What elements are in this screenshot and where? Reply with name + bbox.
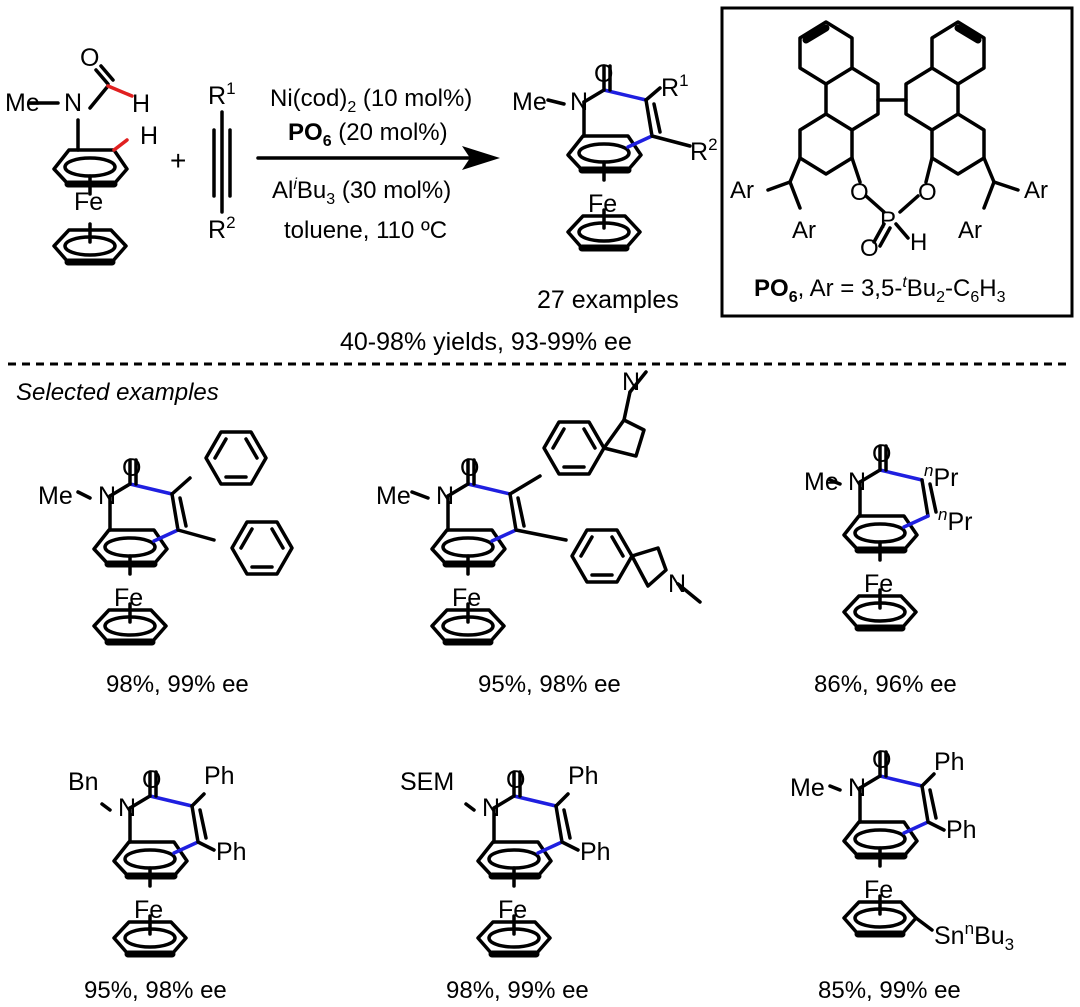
example-3-result: 86%, 96% ee [814, 671, 957, 698]
alkyne-r1: R [208, 82, 226, 110]
ligand-loading-label: PO6 (20 mol%) [288, 119, 448, 150]
catalyst-label: Ni(cod)2 (10 mol%) [270, 85, 472, 116]
ex4-fe-atom: Fe [134, 896, 163, 924]
ex6-stannyl: SnnBu3 [934, 919, 1014, 954]
ex4-o-atom: O [142, 766, 161, 794]
product-methyl: Me [512, 88, 547, 116]
section-title: Selected examples [16, 379, 219, 406]
sm-fe-atom: Fe [74, 188, 103, 216]
ex2-o-atom: O [460, 454, 479, 482]
plus-sign: + [170, 145, 186, 176]
ex5-fe-atom: Fe [498, 896, 527, 924]
alkyne-r2-sup: 2 [226, 213, 235, 232]
ex4-n-atom: N [118, 794, 136, 822]
starting-material-formamide: N Me O H H Fe [5, 44, 158, 262]
ex6-methyl: Me [790, 774, 825, 802]
ex4-benzyl: Bn [68, 768, 99, 796]
ex5-phenyl-2: Ph [580, 838, 611, 866]
sm-formyl-h: H [132, 90, 150, 118]
ligand-definition: PO6, Ar = 3,5-tBu2-C6H3 [754, 274, 1006, 306]
product-general: N Me O R1 R2 Fe [512, 60, 718, 248]
ex5-sem: SEM [400, 768, 454, 796]
ligand-o-right: O [918, 179, 937, 206]
ex4-phenyl-1: Ph [204, 762, 235, 790]
product-o-atom: O [594, 60, 613, 88]
ex2-indole-n-bottom: N [668, 570, 686, 598]
ex2-n-atom: N [436, 482, 454, 510]
ex5-o-atom: O [506, 766, 525, 794]
ex3-n-atom: N [848, 468, 866, 496]
svg-text:nPr: nPr [924, 461, 958, 492]
example-5-structure: N SEM O Ph Ph Fe [400, 762, 611, 954]
svg-text:R1: R1 [208, 79, 236, 110]
ex5-n-atom: N [482, 794, 500, 822]
yield-range: 40-98% yields, 93-99% ee [340, 328, 632, 356]
example-5-result: 98%, 99% ee [446, 977, 589, 1004]
ex6-phenyl-1: Ph [934, 748, 965, 776]
ligand-p-atom: P [880, 207, 896, 234]
additive-label: AliBu3 (30 mol%) [272, 176, 451, 208]
ligand-p-oxo: O [860, 235, 879, 262]
product-r2: R [690, 138, 708, 166]
alkyne-r2: R [208, 216, 226, 244]
ex3-propyl-2: Pr [947, 508, 972, 536]
ex2-methyl: Me [376, 482, 411, 510]
ex2-indole-n-top: N [622, 368, 640, 396]
examples-count: 27 examples [537, 286, 679, 314]
ligand-p-h: H [910, 229, 927, 256]
ex5-phenyl-1: Ph [568, 762, 599, 790]
example-2-structure: N N N Me O Fe [376, 368, 702, 642]
svg-text:nPr: nPr [938, 505, 972, 536]
ex6-fe-atom: Fe [864, 876, 893, 904]
example-4-structure: N Bn O Ph Ph Fe [68, 762, 247, 954]
ligand-ar-2: Ar [792, 217, 816, 244]
example-6-structure: N Me O Ph Ph Fe SnnBu3 [790, 746, 1014, 954]
example-1-result: 98%, 99% ee [106, 671, 249, 698]
ex1-n-atom: N [98, 482, 116, 510]
example-4-result: 95%, 98% ee [84, 977, 227, 1004]
product-r1: R [661, 74, 679, 102]
ex2-fe-atom: Fe [452, 584, 481, 612]
ligand-o-left: O [850, 179, 869, 206]
svg-text:R2: R2 [690, 135, 718, 166]
svg-text:R1: R1 [661, 71, 689, 102]
conditions-label: toluene, 110 ºC [284, 217, 447, 244]
example-3-structure: N Me O nPr nPr Fe [804, 440, 972, 628]
example-2-result: 95%, 98% ee [478, 671, 621, 698]
ex6-o-atom: O [872, 746, 891, 774]
product-fe-atom: Fe [588, 190, 617, 218]
arrow-head [462, 146, 500, 170]
ex6-n-atom: N [848, 774, 866, 802]
product-n-atom: N [570, 88, 588, 116]
ex1-fe-atom: Fe [114, 584, 143, 612]
ligand-ar-3: Ar [1024, 177, 1048, 204]
ex6-phenyl-2: Ph [946, 816, 977, 844]
sm-n-atom: N [64, 89, 82, 117]
ligand-ar-1: Ar [730, 177, 754, 204]
reaction-arrow-group: Ni(cod)2 (10 mol%) PO6 (20 mol%) AliBu3 … [256, 85, 500, 244]
ex3-fe-atom: Fe [864, 570, 893, 598]
ex4-phenyl-2: Ph [216, 838, 247, 866]
ligand-ar-4: Ar [958, 217, 982, 244]
sm-methyl-label: Me [5, 89, 40, 117]
ex1-o-atom: O [122, 454, 141, 482]
example-6-result: 85%, 99% ee [818, 977, 961, 1004]
ex3-o-atom: O [872, 440, 891, 468]
ex1-methyl: Me [38, 482, 73, 510]
sm-ring-h: H [140, 122, 158, 150]
ex3-propyl-1: Pr [933, 464, 958, 492]
example-1-structure: N Me O Fe [38, 430, 294, 642]
alkyne-r1-sup: 1 [226, 79, 235, 98]
sm-o-atom: O [80, 44, 99, 72]
ex3-methyl: Me [804, 468, 839, 496]
svg-text:R2: R2 [208, 213, 236, 244]
ligand-structure-box: O O P O H Ar Ar Ar Ar PO6, Ar = 3,5-tBu2… [720, 6, 1074, 318]
alkyne-reactant: R1 R2 [208, 79, 236, 244]
